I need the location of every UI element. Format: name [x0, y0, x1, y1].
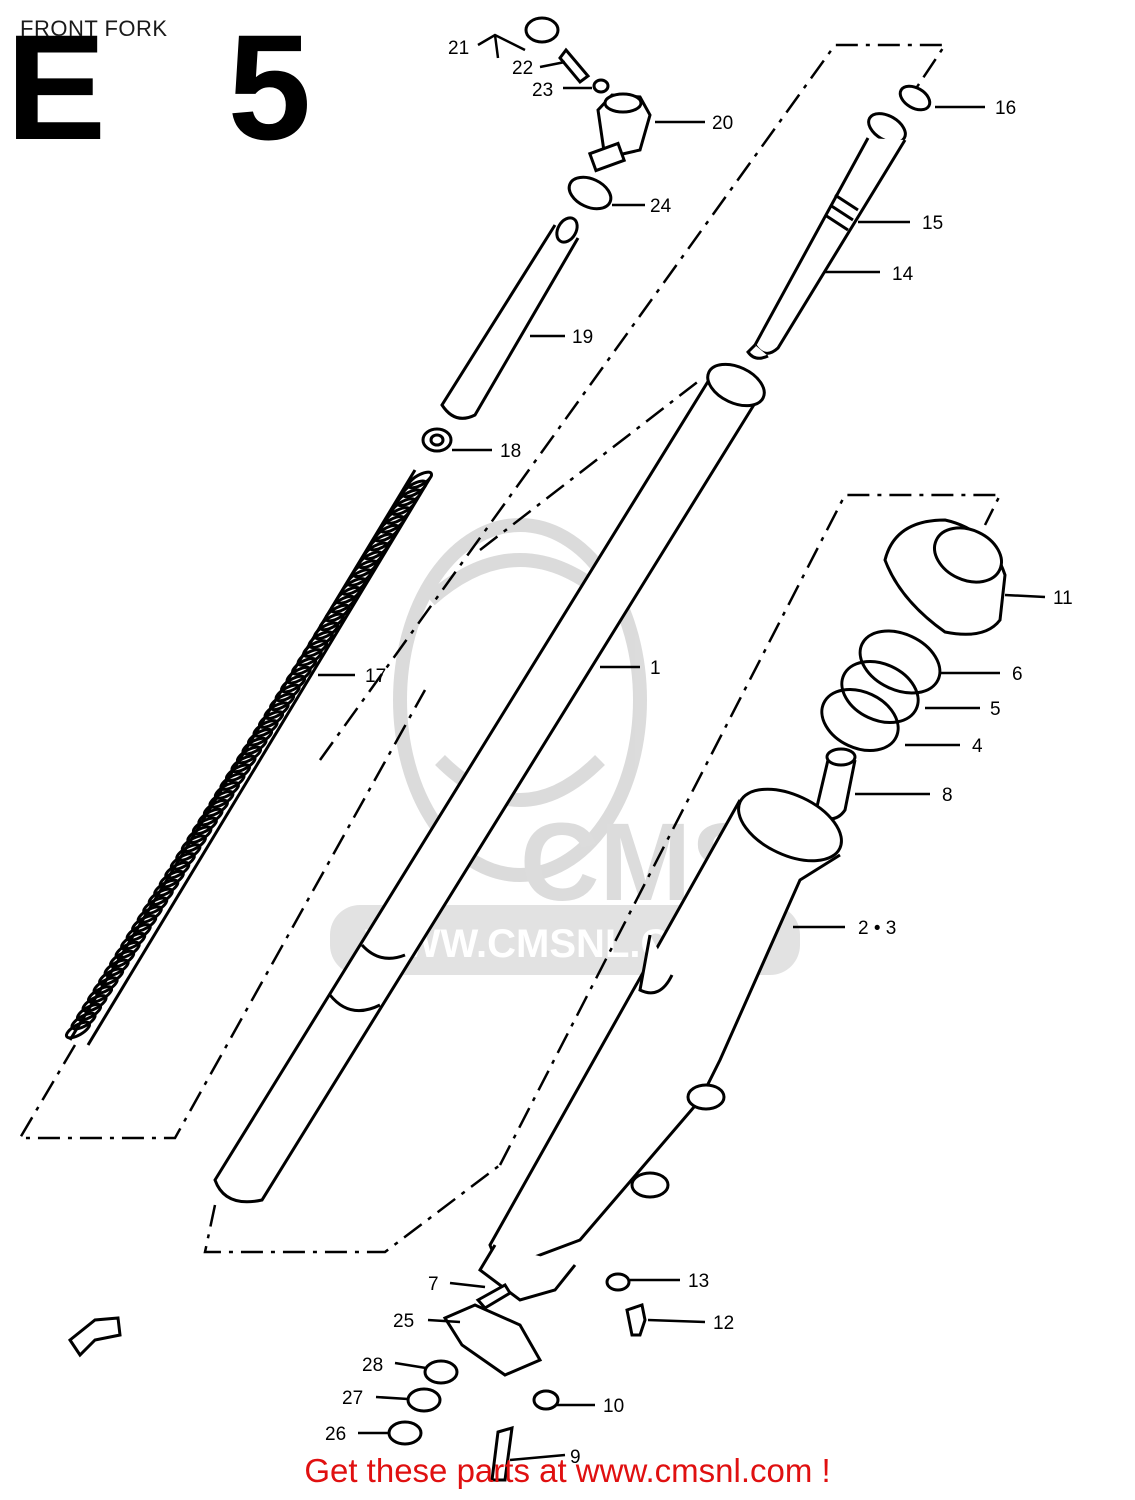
page-title: FRONT FORK	[20, 16, 168, 41]
gasket-10	[532, 1389, 560, 1411]
cap-valve	[558, 47, 591, 85]
leader-27	[375, 1395, 409, 1401]
callout-21: 21	[448, 38, 469, 59]
leader-7	[449, 1281, 486, 1289]
lock-washer-27	[406, 1387, 442, 1413]
oil-seal-spacer	[840, 660, 920, 724]
leader-28	[394, 1361, 427, 1370]
washer-28	[423, 1359, 459, 1385]
outer-tube	[478, 787, 843, 1302]
leader-11	[1004, 593, 1046, 599]
callout-17: 17	[365, 666, 386, 687]
o-ring	[567, 175, 613, 211]
circlip	[858, 629, 942, 695]
callout-23: 23	[532, 80, 553, 101]
fork-spring	[64, 469, 434, 1046]
guide-line-tube	[318, 43, 948, 761]
callout-19: 19	[572, 327, 593, 348]
callout-15: 15	[922, 213, 943, 234]
parts-link[interactable]: Get these parts at www.cmsnl.com !	[304, 1452, 831, 1489]
section-code: E 5	[6, 3, 352, 171]
direction-arrow-icon	[67, 1316, 122, 1358]
callout-14: 14	[892, 264, 914, 285]
callout-7: 7	[428, 1274, 439, 1295]
spring-seat	[421, 427, 453, 453]
spacer-tube	[440, 216, 580, 420]
callout-18: 18	[500, 441, 521, 462]
o-ring-small	[592, 78, 610, 94]
callout-9: 9	[570, 1447, 581, 1468]
leader-9	[509, 1453, 566, 1462]
callout-13: 13	[688, 1271, 709, 1292]
inner-tube	[213, 362, 766, 1204]
axle-holder	[442, 1303, 543, 1377]
guide-line-inner	[203, 1164, 501, 1254]
callout-4: 4	[972, 736, 983, 757]
guide-line-outer	[498, 493, 1003, 1166]
dust-seal	[883, 518, 1007, 636]
damper-rod	[746, 84, 932, 360]
callout-10: 10	[603, 1396, 624, 1417]
callout-16: 16	[995, 98, 1016, 119]
leader-22	[539, 60, 566, 69]
callout-11: 11	[1053, 588, 1073, 609]
callout-12: 12	[713, 1313, 734, 1334]
callout-26: 26	[325, 1424, 346, 1445]
nut-13	[605, 1272, 631, 1292]
guide-line-tube-2	[479, 379, 701, 551]
callout-1: 1	[650, 658, 661, 679]
callout-2-3: 2 • 3	[858, 918, 896, 939]
callout-24: 24	[650, 196, 672, 217]
leader-12	[647, 1318, 706, 1324]
axle-stud	[475, 1282, 513, 1310]
leader-21	[477, 33, 526, 59]
leader-25	[427, 1318, 461, 1324]
callout-27: 27	[342, 1388, 363, 1409]
callout-22: 22	[512, 58, 533, 79]
callout-20: 20	[712, 113, 733, 134]
nut-26	[387, 1420, 423, 1446]
cap-bolt	[587, 92, 652, 173]
callout-25: 25	[393, 1311, 414, 1332]
drain-bolt	[490, 1425, 514, 1482]
callout-5: 5	[990, 699, 1001, 720]
callout-6: 6	[1012, 664, 1023, 685]
callout-28: 28	[362, 1355, 383, 1376]
oil-seal	[820, 688, 900, 752]
guide-line-spring	[17, 689, 427, 1140]
callout-8: 8	[942, 785, 953, 806]
cap-screw	[524, 16, 560, 44]
bolt-12	[625, 1303, 647, 1337]
spring-coil	[406, 470, 434, 490]
